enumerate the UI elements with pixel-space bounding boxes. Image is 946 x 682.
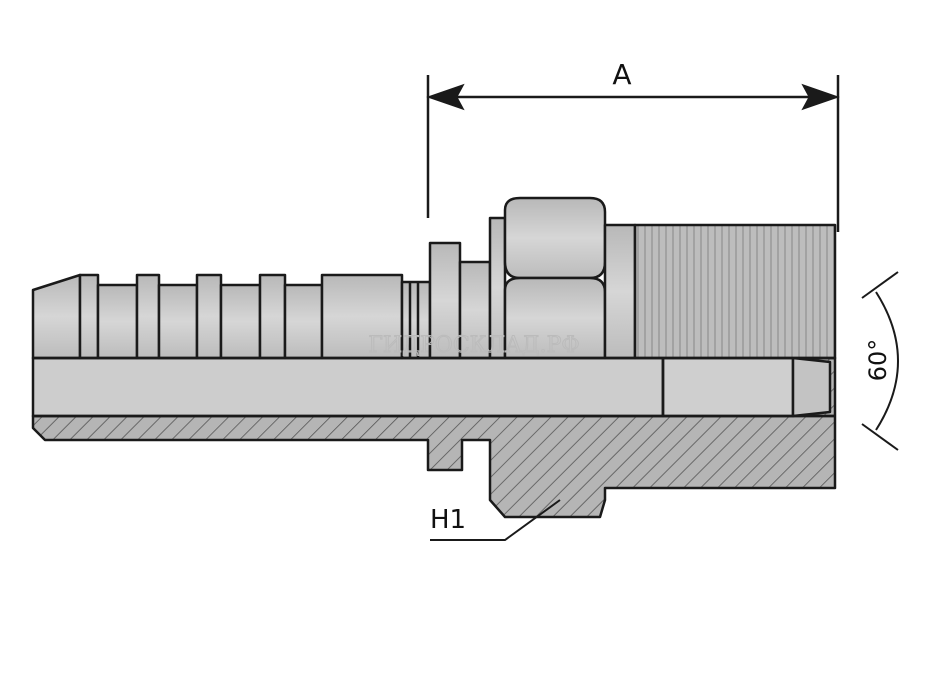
hose-tail bbox=[31, 273, 432, 360]
male-thread bbox=[633, 223, 837, 360]
dimension-a bbox=[426, 75, 840, 232]
hex-nut bbox=[488, 196, 637, 360]
angle-60 bbox=[861, 271, 899, 451]
bore bbox=[31, 356, 665, 418]
angle-label: 60° bbox=[864, 339, 892, 382]
h1-label: H1 bbox=[430, 505, 466, 535]
thread-bore bbox=[661, 356, 795, 418]
dimension-a-label: A bbox=[612, 58, 631, 91]
watermark: ГИДРОСКЛАД.РФ bbox=[368, 333, 579, 358]
h1-leader bbox=[430, 499, 561, 541]
